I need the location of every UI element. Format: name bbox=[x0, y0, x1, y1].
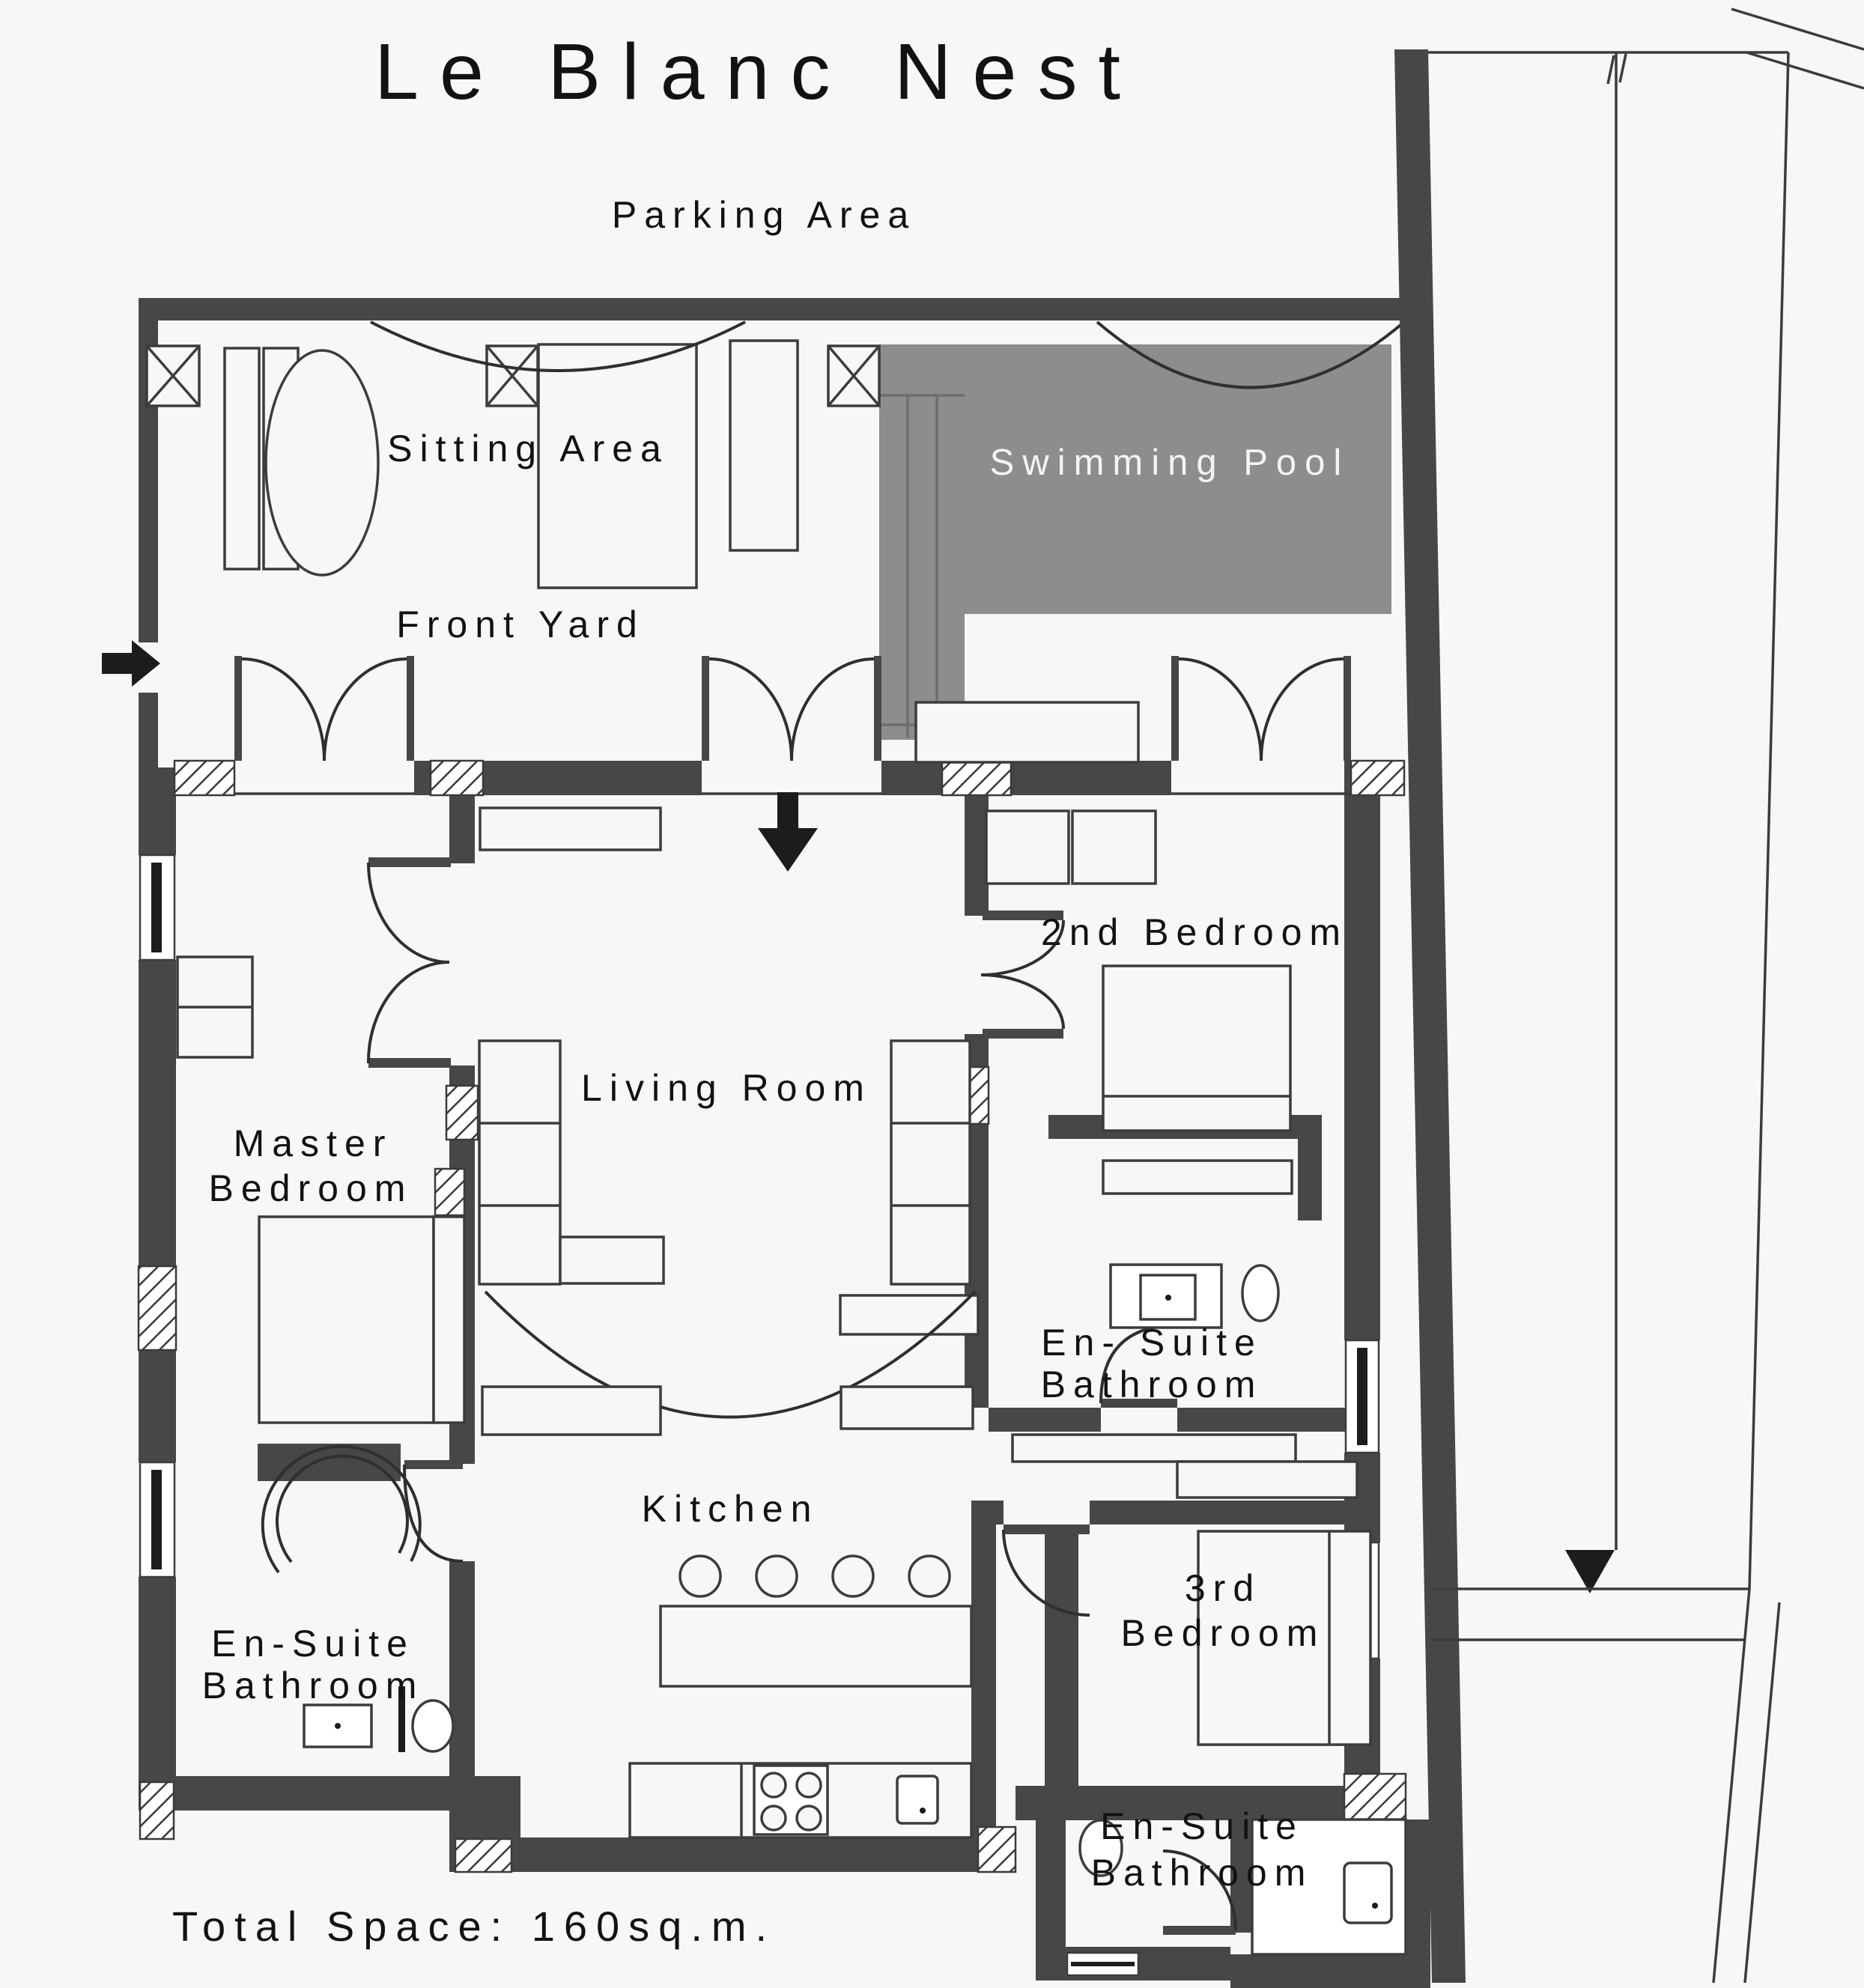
closet bbox=[1176, 1460, 1358, 1499]
road-edge bbox=[1746, 51, 1864, 90]
bedroom2-label: 2nd Bedroom bbox=[1041, 911, 1348, 953]
master-ensuite-fixtures bbox=[261, 1444, 455, 1753]
svg-text:Bedroom: Bedroom bbox=[1121, 1612, 1326, 1654]
shelf bbox=[1102, 1159, 1293, 1195]
total-space-label: Total Space: 160sq.m. bbox=[172, 1903, 776, 1950]
swimming-pool-label: Swimming Pool bbox=[990, 443, 1350, 483]
master-bedroom-furniture bbox=[176, 955, 466, 1424]
walls bbox=[139, 298, 1430, 1988]
swimming-pool bbox=[879, 344, 1391, 740]
curved-sofa bbox=[484, 1290, 977, 1419]
sofa-left bbox=[478, 1039, 665, 1286]
svg-text:Bathroom: Bathroom bbox=[1041, 1364, 1263, 1405]
page-title: Le Blanc Nest bbox=[374, 28, 1141, 116]
oval-table bbox=[264, 349, 380, 577]
toilet bbox=[411, 1699, 455, 1753]
bedroom2-furniture bbox=[985, 809, 1293, 1195]
bench bbox=[729, 339, 799, 552]
bed3 bbox=[1197, 1530, 1372, 1746]
master-bedroom-window bbox=[139, 854, 176, 961]
master-bed bbox=[258, 1215, 435, 1424]
nightstand bbox=[432, 1215, 466, 1424]
bedroom3-furniture bbox=[1197, 1530, 1372, 1746]
shower bbox=[261, 1444, 422, 1574]
master-bedroom-label: Master bbox=[234, 1122, 393, 1164]
road-edge bbox=[1731, 7, 1864, 51]
bench bbox=[985, 809, 1070, 885]
entrance-arrow-icon bbox=[758, 792, 818, 872]
kitchen-island bbox=[659, 1605, 973, 1688]
gate-arc bbox=[370, 320, 746, 372]
bed2 bbox=[1102, 964, 1292, 1132]
column-icon bbox=[485, 344, 539, 407]
bar-stool bbox=[678, 1554, 722, 1598]
kitchen-furniture bbox=[628, 1554, 973, 1839]
ensuite2-label: En- Suite bbox=[1041, 1322, 1263, 1364]
road-edge bbox=[1712, 52, 1790, 1984]
parking-area-label: Parking Area bbox=[612, 194, 916, 236]
sitting-platform bbox=[537, 343, 698, 589]
front-yard-label: Front Yard bbox=[396, 604, 645, 645]
bedroom3-label: 3rd bbox=[1185, 1567, 1261, 1609]
front-yard bbox=[102, 640, 1140, 764]
corridor-closets bbox=[1011, 1433, 1358, 1499]
svg-text:Bathroom: Bathroom bbox=[202, 1665, 425, 1706]
column-icon bbox=[145, 344, 201, 407]
master-ensuite-label: En-Suite bbox=[211, 1623, 415, 1665]
road-arrow-icon bbox=[1565, 1550, 1615, 1593]
french-doors bbox=[234, 656, 1351, 872]
bar-stool bbox=[908, 1554, 951, 1598]
svg-text:Bedroom: Bedroom bbox=[209, 1167, 413, 1209]
ensuite2-fixtures bbox=[1109, 1263, 1280, 1329]
living-room-label: Living Room bbox=[581, 1067, 872, 1109]
labels: Le Blanc Nest Parking Area Sitting Area … bbox=[172, 28, 1350, 1950]
master-ensuite-window bbox=[139, 1461, 176, 1578]
bedroom3-window-upper bbox=[1344, 1339, 1380, 1454]
bathroom-sink bbox=[1343, 1861, 1393, 1924]
kitchen-label: Kitchen bbox=[642, 1488, 819, 1530]
ensuite3-label: En-Suite bbox=[1100, 1805, 1304, 1847]
svg-text:Bathroom: Bathroom bbox=[1091, 1852, 1314, 1894]
gate-arc bbox=[1096, 320, 1406, 389]
ensuite3-fixtures bbox=[1078, 1818, 1407, 1956]
side-table bbox=[840, 1385, 974, 1430]
living-room-furniture bbox=[478, 806, 980, 1436]
side-table bbox=[481, 1385, 662, 1436]
bench bbox=[223, 347, 261, 571]
interior-doors bbox=[366, 857, 1237, 1935]
closet bbox=[1011, 1433, 1297, 1463]
toilet-cistern bbox=[398, 1686, 405, 1752]
sitting-area bbox=[145, 320, 1406, 589]
bar-stool bbox=[755, 1554, 798, 1598]
toilet bbox=[1241, 1264, 1280, 1322]
ensuite3-window bbox=[1066, 1951, 1140, 1977]
boundary-and-road bbox=[1394, 7, 1864, 1984]
planter bbox=[914, 701, 1140, 764]
road-edge bbox=[1743, 1602, 1781, 1984]
console bbox=[479, 806, 662, 851]
toilet bbox=[1078, 1819, 1123, 1877]
boundary-wall bbox=[1394, 49, 1466, 1983]
side-gate-arrow-icon bbox=[102, 640, 160, 687]
sofa-right bbox=[839, 1039, 980, 1336]
stove bbox=[753, 1764, 829, 1836]
sitting-area-label: Sitting Area bbox=[387, 428, 669, 469]
bench bbox=[1071, 809, 1157, 885]
kitchen-sink bbox=[896, 1775, 939, 1825]
bar-stool bbox=[831, 1554, 875, 1598]
column-icon bbox=[827, 344, 881, 407]
